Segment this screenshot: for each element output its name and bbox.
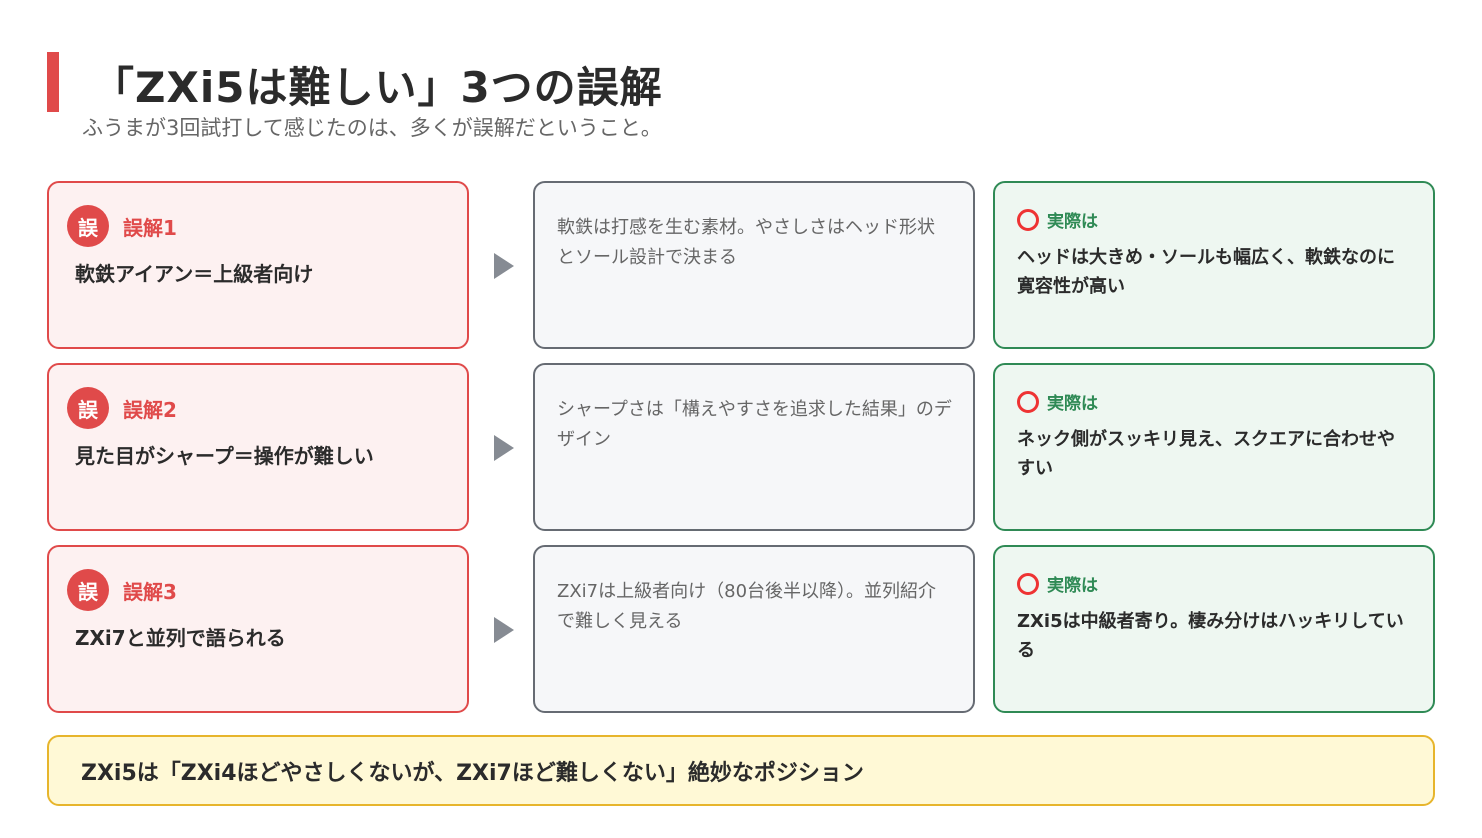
fact-text: ZXi5は中級者寄り。棲み分けはハッキリしている [1017, 611, 1404, 661]
fact-label: 実際は [1047, 394, 1098, 414]
myth-label: 誤解3 [123, 579, 177, 604]
myth-card: 誤 誤解2 見た目がシャープ＝操作が難しい [47, 363, 469, 531]
arrow-right-icon [494, 253, 514, 279]
myth-badge-icon: 誤 [67, 387, 109, 429]
explanation-card: シャープさは「構えやすさを追求した結果」のデザイン [533, 363, 975, 531]
myth-row-3: 誤 誤解3 ZXi7と並列で語られる ZXi7は上級者向け（80台後半以降）。並… [0, 545, 1482, 717]
explanation-text: ZXi7は上級者向け（80台後半以降）。並列紹介で難しく見える [557, 581, 937, 632]
explanation-card: 軟鉄は打感を生む素材。やさしさはヘッド形状とソール設計で決まる [533, 181, 975, 349]
fact-label: 実際は [1047, 576, 1098, 596]
fact-label: 実際は [1047, 212, 1098, 232]
fact-card: 実際は ネック側がスッキリ見え、スクエアに合わせやすい [993, 363, 1435, 531]
myth-text: 軟鉄アイアン＝上級者向け [75, 262, 314, 286]
explanation-text: シャープさは「構えやすさを追求した結果」のデザイン [557, 399, 952, 450]
fact-text: ネック側がスッキリ見え、スクエアに合わせやすい [1017, 429, 1395, 479]
explanation-card: ZXi7は上級者向け（80台後半以降）。並列紹介で難しく見える [533, 545, 975, 713]
myth-row-1: 誤 誤解1 軟鉄アイアン＝上級者向け 軟鉄は打感を生む素材。やさしさはヘッド形状… [0, 181, 1482, 353]
correct-circle-icon [1017, 390, 1039, 413]
explanation-text: 軟鉄は打感を生む素材。やさしさはヘッド形状とソール設計で決まる [557, 217, 935, 268]
correct-circle-icon [1017, 572, 1039, 595]
myth-card: 誤 誤解1 軟鉄アイアン＝上級者向け [47, 181, 469, 349]
page-title: 「ZXi5は難しい」3つの誤解 [92, 63, 663, 112]
myth-text: 見た目がシャープ＝操作が難しい [75, 444, 374, 468]
fact-card: 実際は ZXi5は中級者寄り。棲み分けはハッキリしている [993, 545, 1435, 713]
arrow-right-icon [494, 435, 514, 461]
title-accent-bar [47, 52, 59, 112]
myth-badge-icon: 誤 [67, 569, 109, 611]
page-subtitle: ふうまが3回試打して感じたのは、多くが誤解だということ。 [82, 116, 662, 140]
fact-card: 実際は ヘッドは大きめ・ソールも幅広く、軟鉄なのに寛容性が高い [993, 181, 1435, 349]
myth-row-2: 誤 誤解2 見た目がシャープ＝操作が難しい シャープさは「構えやすさを追求した結… [0, 363, 1482, 535]
myth-badge-icon: 誤 [67, 205, 109, 247]
fact-text: ヘッドは大きめ・ソールも幅広く、軟鉄なのに寛容性が高い [1017, 247, 1395, 297]
correct-circle-icon [1017, 208, 1039, 231]
myth-label: 誤解1 [123, 215, 177, 240]
myth-label: 誤解2 [123, 397, 177, 422]
myth-text: ZXi7と並列で語られる [75, 626, 286, 650]
summary-banner: ZXi5は「ZXi4ほどやさしくないが、ZXi7ほど難しくない」絶妙なポジション [47, 735, 1435, 806]
myth-card: 誤 誤解3 ZXi7と並列で語られる [47, 545, 469, 713]
arrow-right-icon [494, 617, 514, 643]
